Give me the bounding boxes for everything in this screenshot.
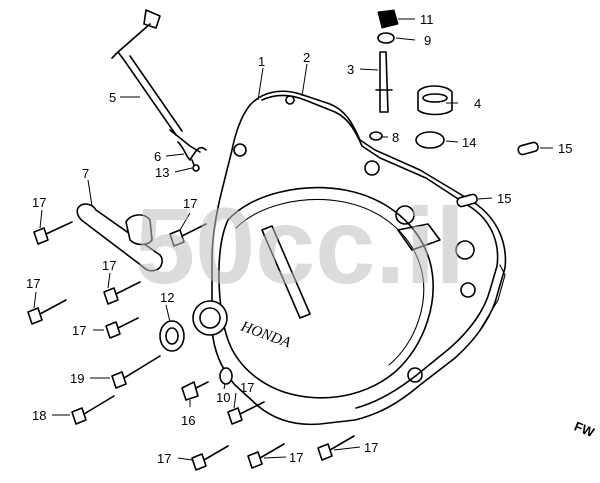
bolts	[27, 221, 355, 471]
callout-18: 18	[32, 408, 46, 423]
callout-17d: 17	[102, 258, 116, 273]
callout-16: 16	[181, 413, 195, 428]
shaft-assembly	[111, 9, 207, 172]
callout-6: 6	[154, 149, 161, 164]
callout-15b: 15	[497, 191, 511, 206]
filler-cap	[415, 85, 453, 149]
callout-2: 2	[303, 50, 310, 65]
callout-15a: 15	[558, 141, 572, 156]
watermark: 50cc.il	[135, 185, 465, 306]
callout-17a: 17	[32, 195, 46, 210]
callout-13: 13	[155, 165, 169, 180]
oil-seal	[159, 320, 185, 352]
callout-5: 5	[109, 90, 116, 105]
callout-17e: 17	[72, 323, 86, 338]
callout-17b: 17	[183, 196, 197, 211]
callout-7: 7	[82, 166, 89, 181]
callout-1: 1	[258, 54, 265, 69]
callout-10: 10	[216, 390, 230, 405]
callout-8: 8	[392, 130, 399, 145]
callout-3: 3	[347, 62, 354, 77]
callout-17c: 17	[26, 276, 40, 291]
callout-17f: 17	[240, 380, 254, 395]
callout-17h: 17	[289, 450, 303, 465]
dipstick-parts	[369, 9, 399, 141]
callout-9: 9	[424, 33, 431, 48]
forward-label: FW	[572, 418, 597, 440]
callout-19: 19	[70, 371, 84, 386]
callout-4: 4	[474, 96, 481, 111]
callout-17i: 17	[364, 440, 378, 455]
gasket-edge	[479, 264, 506, 331]
shift-lever	[76, 203, 163, 272]
dowel-pins	[456, 141, 539, 208]
callout-12: 12	[160, 290, 174, 305]
leader-lines	[33, 18, 553, 461]
callout-labels: 1 2 3 4 5 6 7 8 9 10 11 12 13 14 15 15 1…	[26, 12, 572, 466]
callout-11: 11	[420, 12, 434, 27]
callout-17g: 17	[157, 451, 171, 466]
forward-indicator: FW	[572, 418, 597, 440]
crankcase-cover: HONDA	[192, 90, 507, 426]
callout-14: 14	[462, 135, 476, 150]
